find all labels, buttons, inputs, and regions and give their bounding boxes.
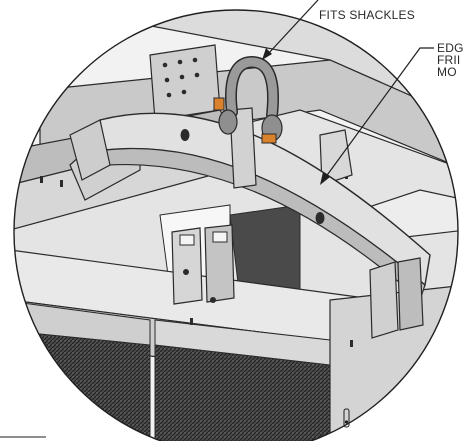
shackle-leader-line	[267, 0, 319, 55]
edge-leader-arrow	[320, 172, 330, 185]
right-ear-bracket	[319, 129, 353, 186]
beam-holes	[180, 129, 325, 224]
view-marker-icon	[343, 408, 350, 428]
edge-callout-line-2: FRII	[437, 53, 461, 67]
shackle-leader-arrow	[262, 48, 272, 60]
upper-perforated-bracket	[149, 44, 221, 121]
edge-callout-line-1: EDG	[437, 41, 464, 55]
left-beam-end-lug	[69, 119, 111, 181]
edge-leader-line	[324, 47, 434, 179]
shackle-lug-plate	[229, 107, 257, 189]
right-lower-plate	[329, 284, 458, 441]
edge-callout-line-3: MO	[437, 65, 457, 79]
right-end-posts	[369, 257, 424, 339]
curved-lifting-beam-underside	[104, 147, 426, 302]
center-posts	[171, 224, 235, 305]
shackle-callout-text: FITS SHACKLES	[319, 8, 415, 22]
bracket-holes	[162, 57, 200, 98]
detail-circle-border	[13, 9, 459, 441]
bolt-pin-icon	[213, 97, 277, 144]
